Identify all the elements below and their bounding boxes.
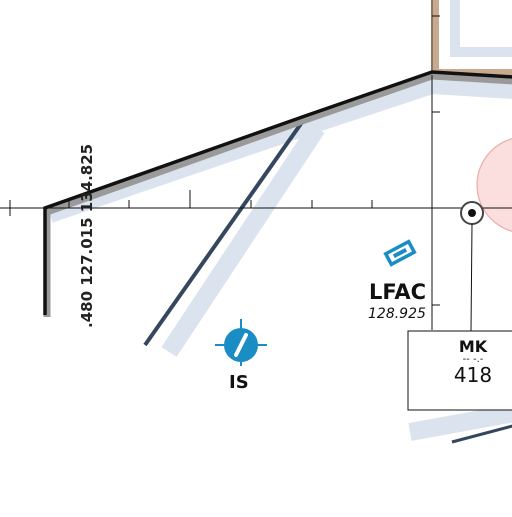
beacon-info-box: MK -- -.- 418: [407, 330, 512, 411]
station-frequency-label: 128.925: [368, 306, 426, 322]
airspace-border: [143, 116, 512, 444]
ndb-beacon-icon: [460, 201, 484, 225]
beacon-leader-line: [470, 223, 473, 332]
beacon-frequency-label: 418: [454, 363, 492, 387]
navaid-partial-label: IS: [229, 372, 249, 393]
station-id-label: LFAC: [369, 280, 426, 304]
main-boundary: [43, 70, 512, 317]
beacon-morse-label: -- -.-: [463, 354, 484, 365]
top-right-frame: [431, 0, 512, 75]
vor-symbol-icon: [383, 239, 417, 267]
label-mask: [220, 366, 270, 375]
frequency-vertical-label: .480 127.015 134.825: [78, 144, 96, 328]
navaid-compass-icon: [215, 319, 267, 371]
beacon-ident-label: MK: [459, 337, 488, 356]
airspace-tint: [47, 78, 512, 441]
